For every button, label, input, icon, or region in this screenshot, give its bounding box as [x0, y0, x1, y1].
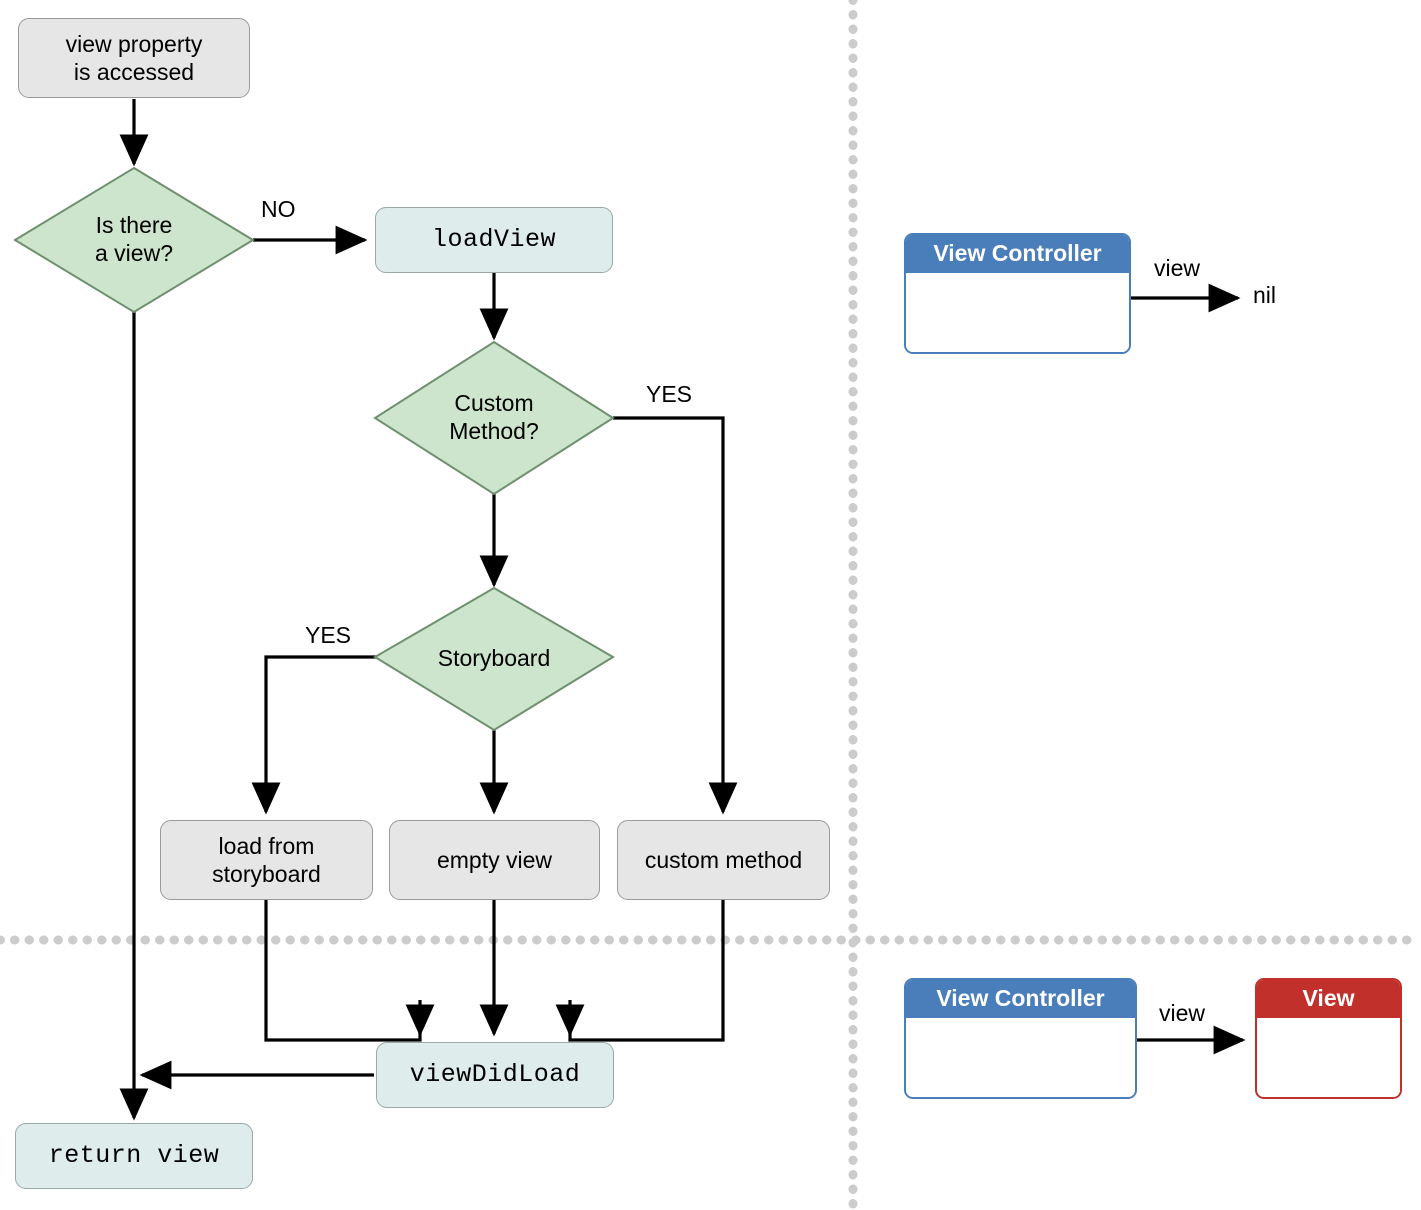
- edge-custommethod-to-viewdidload: [568, 900, 725, 1042]
- object-view-controller-top-header: View Controller: [906, 235, 1129, 274]
- decision-shapes: [13, 166, 615, 732]
- object-view[interactable]: View: [1255, 978, 1402, 1099]
- decision-custom-method-label: Custom Method?: [449, 390, 539, 444]
- node-return-view-label: return view: [48, 1140, 220, 1170]
- relation-label-view-bottom: view: [1159, 1000, 1206, 1026]
- diamond-has-view: [13, 166, 255, 314]
- edge-label-no: NO: [261, 196, 296, 222]
- decision-storyboard-label: Storyboard: [437, 645, 551, 672]
- relation-label-view-top: view: [1154, 255, 1201, 281]
- node-custom-method[interactable]: custom method: [617, 820, 830, 900]
- edge-label-storyboard-yes: YES: [305, 622, 352, 648]
- value-nil: nil: [1253, 282, 1277, 308]
- object-view-body: [1257, 1018, 1400, 1097]
- decision-storyboard[interactable]: Storyboard: [375, 588, 613, 730]
- node-loadview-label: loadView: [431, 224, 557, 254]
- node-viewdidload[interactable]: viewDidLoad: [376, 1042, 614, 1108]
- edge-loadfromstoryboard-to-viewdidload: [264, 900, 422, 1042]
- object-view-controller-bottom-body: [906, 1018, 1135, 1097]
- object-view-controller-bottom[interactable]: View Controller: [904, 978, 1137, 1099]
- node-view-property-accessed-label: view property is accessed: [65, 30, 203, 85]
- diamond-custom-method: [373, 340, 615, 496]
- edge-storyboard-yes-to-loadfromstoryboard: [251, 655, 381, 815]
- decision-has-view-label: Is there a view?: [95, 212, 173, 266]
- decision-custom-method[interactable]: Custom Method?: [375, 342, 613, 494]
- node-load-from-storyboard[interactable]: load from storyboard: [160, 820, 373, 900]
- node-load-from-storyboard-label: load from storyboard: [212, 832, 321, 887]
- node-view-property-accessed[interactable]: view property is accessed: [18, 18, 250, 98]
- edge-custommethod-yes-to-custommethodbox: [613, 416, 738, 815]
- object-view-controller-top-body: [906, 273, 1129, 352]
- decision-has-view[interactable]: Is there a view?: [15, 168, 253, 312]
- object-view-controller-bottom-header: View Controller: [906, 980, 1135, 1019]
- node-return-view[interactable]: return view: [15, 1123, 253, 1189]
- node-empty-view[interactable]: empty view: [389, 820, 600, 900]
- object-view-header: View: [1257, 980, 1400, 1019]
- diamond-storyboard: [373, 586, 615, 732]
- node-viewdidload-label: viewDidLoad: [409, 1059, 581, 1089]
- node-custom-method-label: custom method: [644, 846, 803, 873]
- node-loadview[interactable]: loadView: [375, 207, 613, 273]
- object-view-controller-top[interactable]: View Controller: [904, 233, 1131, 354]
- edge-label-custom-method-yes: YES: [646, 381, 693, 407]
- node-empty-view-label: empty view: [436, 846, 553, 873]
